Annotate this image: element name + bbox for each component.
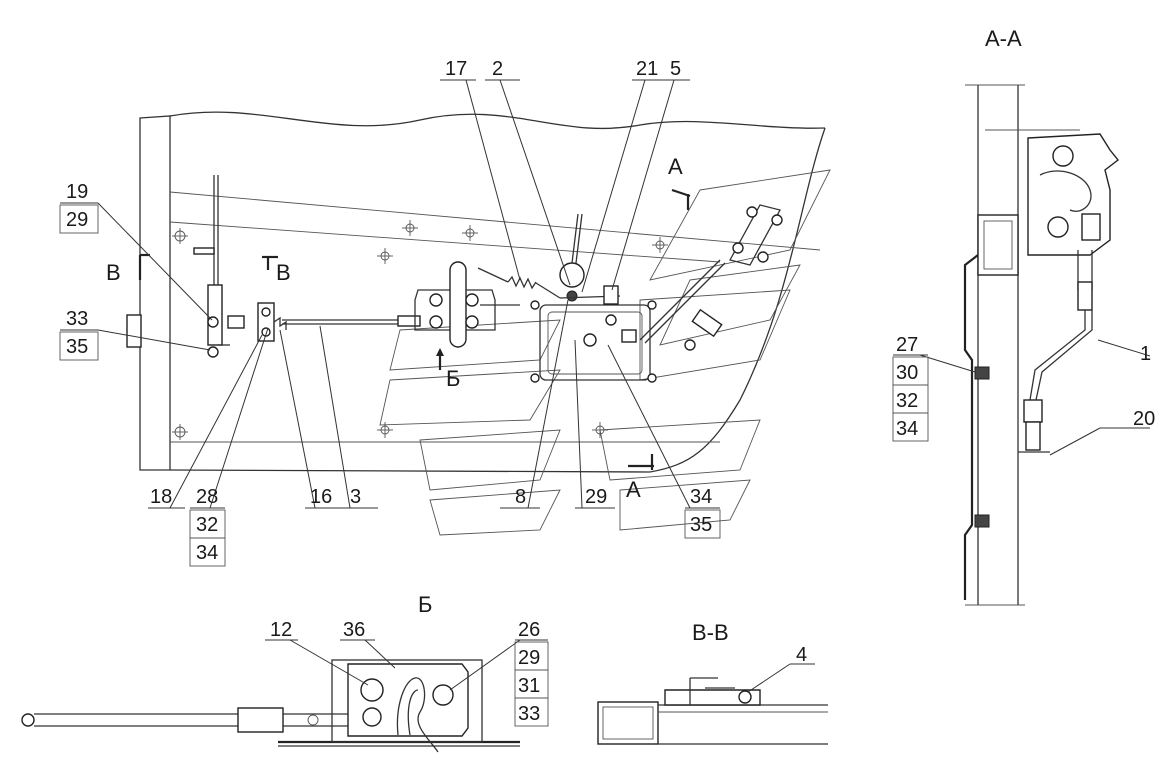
label-28: 28 <box>196 486 218 508</box>
seat-contour <box>379 169 831 536</box>
label-21: 21 <box>636 58 658 80</box>
rod-3 <box>282 315 421 327</box>
svg-text:В: В <box>276 260 291 285</box>
door-panel-outline <box>139 115 171 471</box>
section-aa: А-А <box>892 26 1155 606</box>
svg-text:В: В <box>106 260 121 285</box>
spring-17 <box>477 267 561 299</box>
label-3: 3 <box>350 486 361 508</box>
svg-text:А: А <box>626 477 641 502</box>
mounting-points <box>172 220 668 440</box>
main-leaders <box>60 79 720 509</box>
label-18: 18 <box>150 486 172 508</box>
label-20: 20 <box>1133 408 1155 430</box>
label-29b: 29 <box>585 486 607 508</box>
label-17: 17 <box>445 58 467 80</box>
view-b: Б 12 36 26 29 31 33 <box>21 592 549 753</box>
label-33: 33 <box>66 308 88 330</box>
label-8: 8 <box>515 486 526 508</box>
label-16: 16 <box>310 486 332 508</box>
section-aa-title: А-А <box>985 26 1022 51</box>
label-4: 4 <box>796 644 807 666</box>
label-35b: 35 <box>690 514 712 536</box>
right-link <box>639 204 783 351</box>
label-2: 2 <box>492 58 503 80</box>
section-vv: В-В 4 <box>597 620 828 745</box>
label-34b: 34 <box>690 486 712 508</box>
label-19: 19 <box>66 181 88 203</box>
label-5: 5 <box>670 58 681 80</box>
label-32: 32 <box>196 514 218 536</box>
label-36: 36 <box>343 619 365 641</box>
label-30: 30 <box>896 362 918 384</box>
cut-mark-a-top: А <box>668 154 691 210</box>
lever-block <box>414 261 520 348</box>
central-latch <box>530 213 657 383</box>
svg-text:Б: Б <box>446 366 460 391</box>
label-1: 1 <box>1140 343 1151 365</box>
svg-text:А: А <box>668 154 683 179</box>
label-34-aa: 34 <box>896 418 918 440</box>
cut-mark-v-right: В <box>262 255 291 285</box>
label-34: 34 <box>196 542 218 564</box>
cut-mark-b: Б <box>436 348 460 391</box>
label-29: 29 <box>66 209 88 231</box>
view-b-title: Б <box>418 592 432 617</box>
label-32-aa: 32 <box>896 390 918 412</box>
left-rod-assembly <box>126 175 287 358</box>
section-vv-title: В-В <box>692 620 729 645</box>
label-33-b: 33 <box>518 703 540 725</box>
label-12: 12 <box>270 619 292 641</box>
label-35: 35 <box>66 336 88 358</box>
main-label-boxes <box>59 204 721 567</box>
label-29-b: 29 <box>518 647 540 669</box>
cut-mark-v-left: В <box>106 253 150 285</box>
label-26: 26 <box>518 619 540 641</box>
label-31: 31 <box>518 675 540 697</box>
cut-mark-a-bottom: А <box>626 454 654 502</box>
label-27: 27 <box>896 334 918 356</box>
main-view: А А Б В В <box>59 58 831 567</box>
